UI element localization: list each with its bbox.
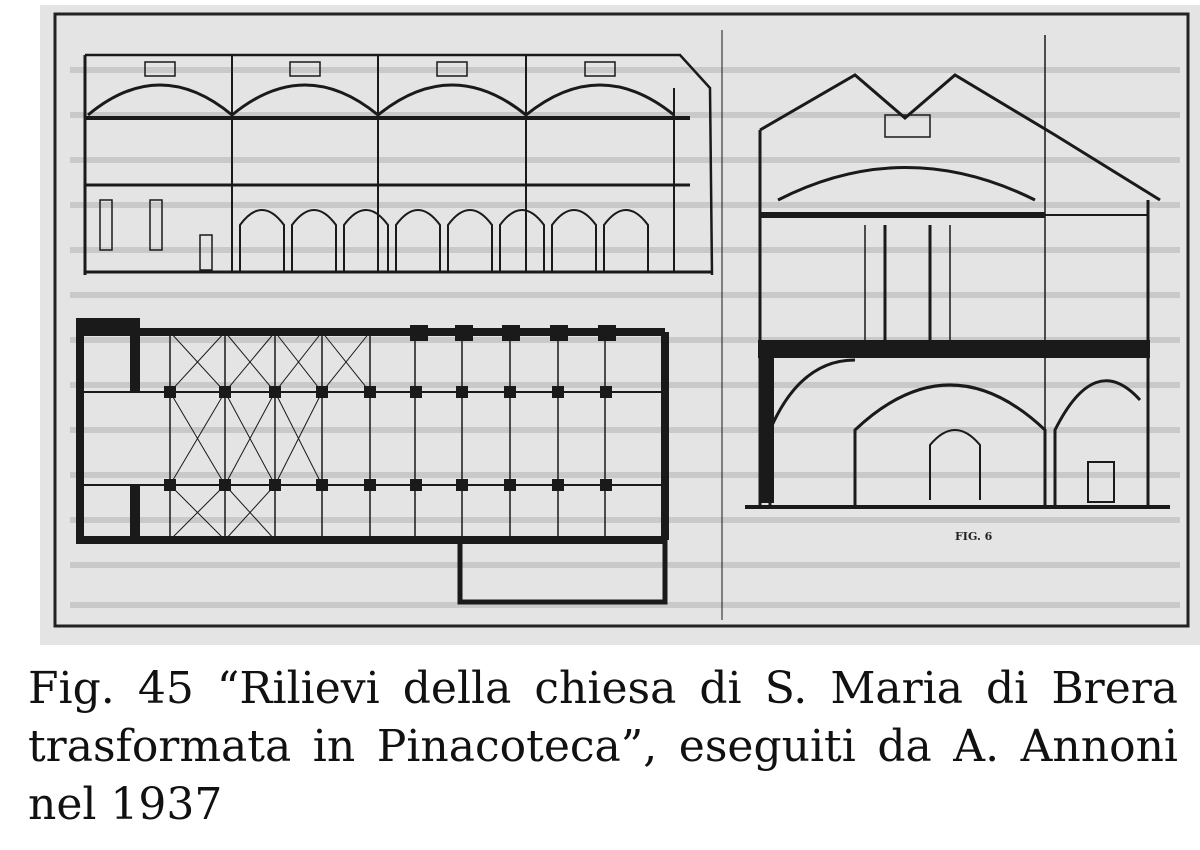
plate-frame xyxy=(53,12,1190,628)
figure-caption: Fig. 45 “Rilievi della chiesa di S. Mari… xyxy=(28,663,1178,830)
architectural-drawing-figure: FIG. 6 xyxy=(40,5,1200,645)
longitudinal-section xyxy=(83,53,714,276)
transverse-section xyxy=(745,35,1170,509)
drawing-plate: FIG. 6 xyxy=(40,5,1200,645)
plate-label: FIG. 6 xyxy=(955,530,993,543)
floor-plan xyxy=(76,318,669,605)
